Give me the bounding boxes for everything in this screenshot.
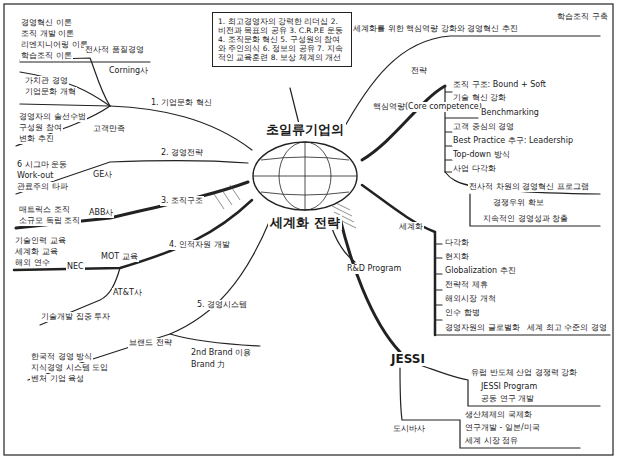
branch-label: 전사적 품질경영: [84, 45, 145, 55]
branch-label: 1. 기업문화 혁신: [150, 98, 213, 108]
branch-label: 세계 최고 수준의 경영: [526, 323, 608, 333]
branch-line: [16, 182, 248, 228]
branch-label: 연구개발 - 일본/미국: [464, 423, 541, 433]
branch-label: Globalization 추진: [444, 266, 517, 276]
branch-label: 4. 인적자원 개발: [168, 240, 231, 250]
branch-label: 소규모 독립 조직: [18, 216, 81, 226]
branch-label: 한국적 경영 방식: [30, 352, 93, 362]
branch-line: [16, 161, 248, 194]
frame: [4, 4, 613, 455]
branch-label: 기술인력 교육: [14, 236, 67, 246]
branch-label: 6 시그마 운동: [16, 160, 68, 170]
central-title: 초일류기업의: [264, 122, 346, 137]
branch-label: GE사: [92, 170, 113, 180]
branch-label: 학습조직 구축: [556, 12, 609, 22]
note-box: 1. 최고경영자의 강력한 리더십 2. 비전과 목표의 공유 3. C.R.P…: [212, 12, 352, 67]
branch-label: Corning사: [108, 66, 149, 76]
note-text: 1. 최고경영자의 강력한 리더십 2. 비전과 목표의 공유 3. C.R.P…: [218, 17, 346, 62]
hatching: [214, 185, 240, 209]
branch-label: 사업 다각화: [452, 164, 497, 174]
branch-label: 현지화: [444, 252, 470, 262]
branch-line: [20, 58, 110, 106]
branch-label: ABB사: [88, 208, 114, 218]
branch-label: 전사적 차원의 경영혁신 프로그램: [468, 182, 590, 192]
globe-outline: [240, 122, 370, 230]
central-title: 세계화 전략: [268, 215, 342, 230]
branch-label: Brand 力: [190, 360, 226, 370]
branch-label: MOT 교육: [100, 252, 139, 262]
branch-label: 경쟁우위 확보: [492, 198, 545, 208]
branch-label: NEC: [66, 262, 85, 272]
branch-label: 구성원 참여: [18, 123, 63, 133]
branch-line: [400, 368, 580, 448]
branch-label: 경영혁신 이론: [20, 18, 73, 28]
branch-label: 인수 합병: [444, 308, 481, 318]
branch-label: 고객만족: [92, 124, 126, 134]
branch-label: 리엔지니어링 이론: [20, 40, 89, 50]
branch-label: 경영자원의 글로벌화: [444, 323, 521, 333]
branch-line: [340, 36, 600, 135]
branch-label: 기술개발 집중 투자: [40, 312, 111, 322]
branch-label: 생산체제의 국제화: [464, 410, 533, 420]
branch-label: 전략: [410, 66, 428, 76]
branch-label: 세계화 교육: [14, 247, 59, 257]
branch-label: 관료주의 타파: [16, 182, 69, 192]
branch-label: 브랜드 전략: [128, 338, 173, 348]
branch-label: R&D Program: [346, 264, 402, 274]
branch-label: JESSI: [390, 352, 426, 366]
branch-label: 경영자의 솔선수범: [18, 112, 87, 122]
branch-label: 세계화: [398, 222, 424, 232]
branch-label: 기업문화 개혁: [24, 87, 77, 97]
branch-label: 해외 연수: [14, 258, 51, 268]
central-globe: 초일류기업의세계화 전략: [240, 122, 370, 230]
branch-line: [20, 61, 150, 62]
branch-label: JESSI Program: [480, 382, 538, 392]
branch-label: 매트릭스 조직: [18, 205, 71, 215]
branch-label: 핵심역량(Core competence): [372, 102, 483, 112]
branch-label: 기술 혁신 강화: [452, 93, 507, 103]
branch-line: [170, 334, 260, 346]
branch-label: 학습조직 이론: [20, 51, 73, 61]
branch-line: [40, 268, 120, 325]
branch-label: 2. 경영전략: [160, 148, 204, 158]
branch-label: Benchmarking: [480, 108, 540, 118]
branch-line: [435, 244, 610, 335]
branch-label: 전략적 제휴: [444, 280, 489, 290]
branch-label: 고객 중심의 경영: [452, 122, 515, 132]
branch-label: 지식경영 시스템 도입: [30, 363, 109, 373]
branch-label: AT&T사: [112, 288, 143, 298]
branch-label: 조직 개발 이론: [20, 29, 75, 39]
branch-line: [14, 200, 252, 270]
branch-label: 해외시장 개척: [444, 294, 497, 304]
branch-line: [362, 86, 445, 160]
branch-label: 유럽 반도체 산업 경쟁력 강화: [470, 368, 578, 378]
branch-label: Best Practice 추구: Leadership: [452, 136, 574, 146]
branch-label: 세계 시장 점유: [464, 436, 519, 446]
branch-line: [445, 172, 600, 226]
branch-label: 다각화: [444, 238, 470, 248]
branch-label: Work-out: [16, 171, 54, 181]
branch-line: [420, 365, 600, 406]
branch-label: 지속적인 경영성과 창출: [482, 214, 569, 224]
branch-label: 2nd Brand 이용: [190, 348, 252, 358]
branch-label: 조직 구조: Bound + Soft: [452, 80, 547, 90]
branch-label: 도시바사: [392, 424, 426, 434]
branch-label: 변화 추진: [18, 134, 55, 144]
branch-label: 공동 연구 개발: [480, 394, 535, 404]
branch-label: 세계화를 위한 핵심역량 강화와 경영혁신 추진: [352, 24, 519, 34]
branch-line: [340, 218, 400, 352]
branch-label: 3. 조직구조: [160, 196, 204, 206]
branch-label: 가치관 경영: [24, 76, 69, 86]
branch-label: 5. 경영시스템: [196, 300, 248, 310]
branch-label: 벤처 기업 육성: [30, 374, 85, 384]
branch-label: Top-down 방식: [452, 150, 511, 160]
